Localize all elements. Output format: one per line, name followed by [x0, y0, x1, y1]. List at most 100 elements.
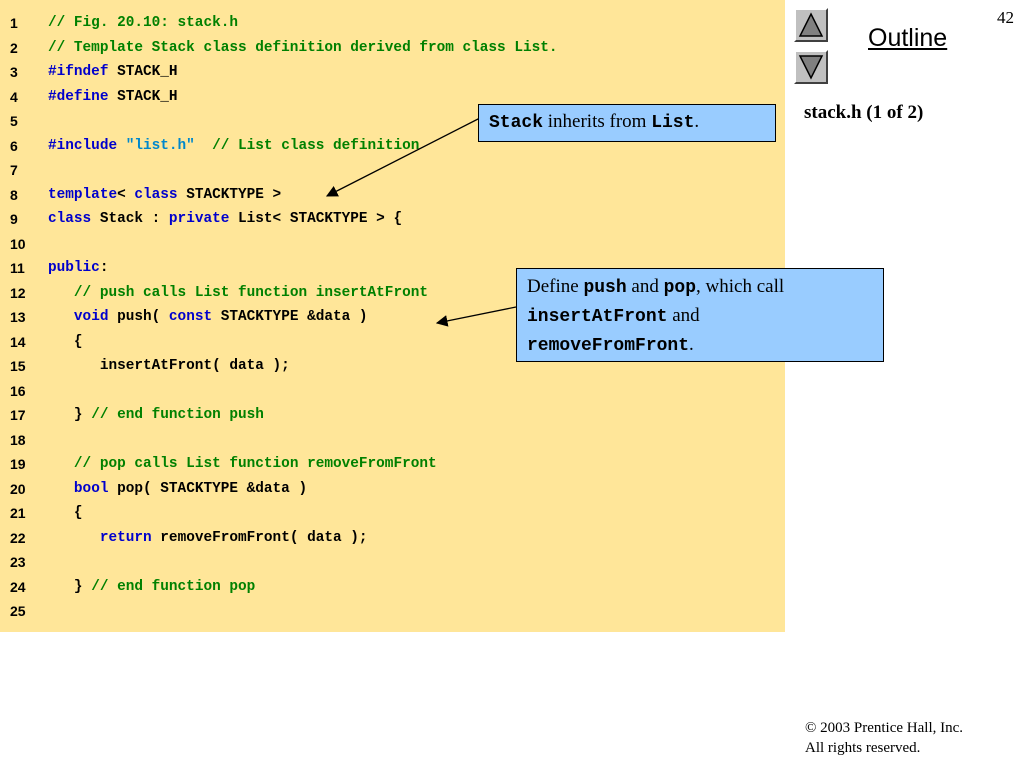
code-token: return — [99, 529, 152, 546]
code-line: 13 void push( const STACKTYPE &data ) — [0, 307, 785, 332]
code-token: removeFromFront( data ); — [151, 529, 368, 546]
code-line: 5 — [0, 111, 785, 136]
code-token: } — [48, 578, 92, 595]
code-token: pop( STACKTYPE &data ) — [108, 480, 308, 497]
code-token: // end function pop — [91, 578, 256, 595]
code-text: } // end function pop — [48, 578, 255, 596]
callout-code-insertatfront: insertAtFront — [527, 307, 668, 327]
arrow-to-template-line — [325, 117, 481, 197]
line-number: 13 — [10, 309, 26, 325]
code-line: 21 { — [0, 503, 785, 528]
code-token: private — [168, 211, 230, 227]
code-token: STACK_H — [108, 88, 178, 105]
code-token: List< STACKTYPE > { — [229, 211, 403, 227]
code-token: // Template Stack class definition deriv… — [48, 39, 558, 56]
code-token: { — [48, 333, 83, 350]
line-number: 6 — [10, 137, 18, 154]
page-number: 42 — [997, 8, 1014, 27]
line-number: 5 — [10, 113, 18, 129]
code-token: } — [48, 407, 92, 423]
code-line: 20 bool pop( STACKTYPE &data ) — [0, 479, 785, 504]
code-token: "list.h" — [125, 137, 195, 154]
code-text: // Fig. 20.10: stack.h — [48, 14, 238, 32]
code-line: 22 return removeFromFront( data ); — [0, 528, 785, 553]
line-number: 22 — [10, 529, 26, 546]
code-line: 18 — [0, 430, 785, 455]
line-number: 25 — [10, 603, 26, 619]
code-line: 15 insertAtFront( data ); — [0, 356, 785, 381]
code-text: insertAtFront( data ); — [48, 357, 290, 375]
code-token: // Fig. 20.10: stack.h — [48, 15, 238, 31]
code-token: class — [134, 186, 178, 203]
code-text: #include "list.h" // List class definiti… — [48, 137, 419, 155]
code-token: { — [48, 505, 83, 521]
line-number: 16 — [10, 382, 26, 399]
code-text: void push( const STACKTYPE &data ) — [48, 308, 368, 326]
code-token: void — [73, 309, 109, 325]
code-token: bool — [73, 480, 109, 497]
code-token: Stack : — [91, 211, 169, 227]
line-number: 1 — [10, 15, 18, 31]
callout-code-pop: pop — [663, 278, 697, 298]
code-text: { — [48, 333, 83, 351]
code-line: 11 public: — [0, 258, 785, 283]
line-number: 21 — [10, 505, 26, 521]
line-number: 7 — [10, 162, 18, 178]
line-number: 8 — [10, 186, 18, 203]
code-token: const — [168, 309, 213, 325]
code-line: 7 — [0, 160, 785, 185]
line-number: 2 — [10, 39, 18, 56]
callout-code-push: push — [583, 278, 627, 298]
code-text: bool pop( STACKTYPE &data ) — [48, 480, 307, 498]
code-line: 19 // pop calls List function removeFrom… — [0, 454, 785, 479]
code-token: #include — [48, 137, 118, 154]
line-number: 23 — [10, 554, 26, 570]
callout-stack-inherits: Stack inherits from List. — [478, 104, 776, 142]
code-text: } // end function push — [48, 406, 264, 424]
line-number: 12 — [10, 284, 26, 301]
callout-text: inherits from — [543, 111, 652, 132]
line-number: 4 — [10, 88, 18, 105]
callout-text: and — [626, 276, 664, 297]
line-number: 14 — [10, 333, 26, 350]
code-text: #define STACK_H — [48, 88, 178, 106]
callout-text: and — [667, 305, 700, 326]
code-token: // List class definition — [212, 137, 420, 154]
line-number: 11 — [10, 260, 25, 276]
code-line: 17 } // end function push — [0, 405, 785, 430]
code-text: class Stack : private List< STACKTYPE > … — [48, 210, 402, 228]
code-token: STACKTYPE > — [177, 186, 282, 203]
code-line: 10 — [0, 234, 785, 259]
copyright-line-1: © 2003 Prentice Hall, Inc. — [805, 720, 964, 736]
code-text: public: — [48, 259, 108, 277]
code-token: template — [48, 186, 118, 203]
code-text: // Template Stack class definition deriv… — [48, 39, 558, 57]
code-line: 25 — [0, 601, 785, 626]
line-number: 19 — [10, 456, 26, 472]
code-text: // push calls List function insertAtFron… — [48, 284, 428, 302]
line-number: 18 — [10, 431, 26, 448]
code-token: public — [48, 260, 100, 276]
outline-link[interactable]: Outline — [868, 24, 948, 52]
triangle-down-icon — [798, 55, 824, 80]
code-token: #ifndef — [48, 64, 109, 80]
code-text: // pop calls List function removeFromFro… — [48, 455, 437, 473]
callout-code-stack: Stack — [489, 113, 544, 133]
line-number: 9 — [10, 211, 18, 227]
code-text: return removeFromFront( data ); — [48, 529, 368, 547]
triangle-up-icon — [798, 12, 824, 37]
nav-up-button[interactable] — [794, 8, 828, 42]
code-line: 24 } // end function pop — [0, 577, 785, 602]
callout-text: . — [689, 334, 694, 355]
copyright-line-2: All rights reserved. — [805, 740, 921, 756]
nav-down-button[interactable] — [794, 50, 828, 84]
line-number: 24 — [10, 578, 26, 595]
callout-text: . — [694, 111, 700, 132]
code-line: 2 // Template Stack class definition deri… — [0, 38, 785, 63]
code-token: #define — [48, 88, 109, 105]
line-number: 15 — [10, 358, 26, 374]
code-line: 16 — [0, 381, 785, 406]
code-line: 4 #define STACK_H — [0, 87, 785, 112]
code-token: STACK_H — [108, 64, 178, 80]
